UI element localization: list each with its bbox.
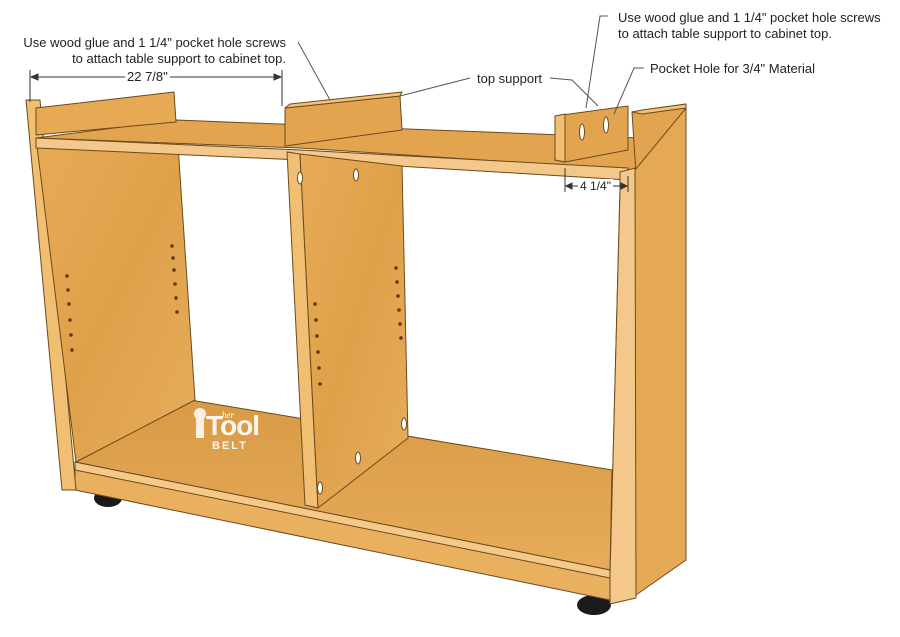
wheel-front-right [577,595,611,615]
leader-top-support-right [549,77,599,107]
pocket-hole-divider-top [297,171,303,185]
pocket-hole-label: Pocket Hole for 3/4" Material [650,61,816,76]
top-support-back-top [284,91,403,109]
shelf-pin-hole [70,348,74,352]
leader-right-note [585,15,608,109]
right-side-back-edge [631,103,687,115]
dim-width-arrow-left [29,73,39,81]
dimension-offset-label: 4 1/4" [578,179,613,193]
shelf-pin-hole [67,302,71,306]
watermark-wrench-head [194,408,206,420]
dimension-width-label: 22 7/8" [125,69,170,84]
right-note-line1: Use wood glue and 1 1/4" pocket hole scr… [618,10,881,25]
pocket-hole-divider-top2 [353,168,359,182]
leader-left-note [297,41,331,101]
shelf-pin-hole [314,318,318,322]
top-support-right-side [554,113,566,163]
shelf-pin-hole [66,288,70,292]
pocket-hole-divider-bottom2 [317,481,323,495]
shelf-pin-hole [68,318,72,322]
shelf-pin-hole [395,280,399,284]
cabinet-body [25,91,687,605]
shelf-pin-hole [170,244,174,248]
left-note-line2: to attach table support to cabinet top. [72,51,286,66]
shelf-pin-hole [316,350,320,354]
shelf-pin-hole [396,294,400,298]
right-note-line2: to attach table support to cabinet top. [618,26,832,41]
pocket-hole-divider-mid [401,417,407,431]
leader-pocket-hole [613,67,644,115]
shelf-pin-hole [173,282,177,286]
shelf-pin-hole [69,333,73,337]
shelf-pin-hole [175,310,179,314]
watermark-logo [194,408,206,438]
top-support-label: top support [477,71,543,86]
watermark-text-large: Tool [206,410,260,441]
left-note-line1: Use wood glue and 1 1/4" pocket hole scr… [23,35,286,50]
watermark-text-small: her [222,410,234,420]
shelf-pin-hole [315,334,319,338]
shelf-pin-hole [65,274,69,278]
shelf-pin-hole [397,308,401,312]
shelf-pin-hole [399,336,403,340]
dim-offset-arrow-right [620,182,629,190]
dim-offset-arrow-left [564,182,573,190]
shelf-pin-hole [318,382,322,386]
shelf-pin-hole [313,302,317,306]
shelf-pin-hole [398,322,402,326]
shelf-pin-hole [317,366,321,370]
shelf-pin-hole [171,256,175,260]
shelf-pin-hole [172,268,176,272]
dim-width-arrow-right [273,73,283,81]
right-front-edge [609,167,637,605]
shelf-pin-hole [174,296,178,300]
middle-divider-face [299,153,409,509]
shelf-pin-hole [394,266,398,270]
top-back-left [35,91,177,136]
pocket-hole-left [579,123,585,141]
leader-top-support [399,77,471,97]
pocket-hole-right [603,116,609,134]
shelf-pin-holes [65,244,403,386]
watermark-wrench-bar [196,414,204,438]
holes [297,116,609,495]
leader-lines [297,15,644,115]
left-side-panel [25,99,77,491]
watermark-text-sub: BELT [212,440,248,452]
pocket-hole-divider-bottom [355,451,361,465]
